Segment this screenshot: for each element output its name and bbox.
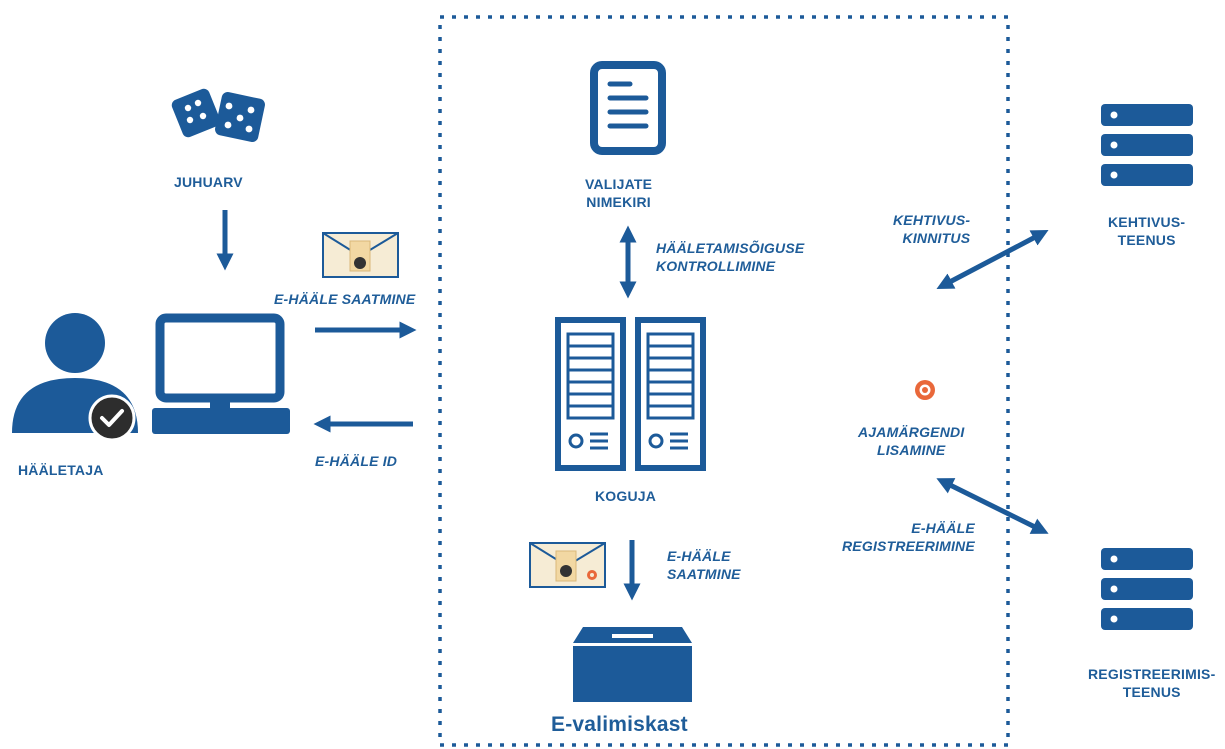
registration-service-label: REGISTREERIMIS- TEENUS — [1088, 666, 1216, 700]
envelope-icon — [322, 232, 399, 278]
server-rack-icon — [1101, 104, 1193, 186]
registration-label: E-HÄÄLE REGISTREERIMINE — [842, 520, 975, 554]
server-tower-icon — [555, 317, 706, 471]
ballot-box-icon — [573, 627, 692, 702]
dice-icon — [171, 88, 265, 142]
vote-id-label: E-HÄÄLE ID — [315, 453, 398, 469]
send-vote-label: E-HÄÄLE SAATMINE — [274, 291, 416, 307]
document-icon — [590, 61, 666, 155]
eligibility-label: HÄÄLETAMISÕIGUSE KONTROLLIMINE — [656, 240, 805, 274]
voter-label: HÄÄLETAJA — [18, 462, 104, 478]
validity-arrow — [936, 230, 1049, 289]
ballot-box-label: E-valimiskast — [551, 713, 688, 736]
computer-icon — [152, 313, 290, 434]
send-vote2-label: E-HÄÄLE SAATMINE — [667, 548, 741, 582]
random-label: JUHUARV — [174, 174, 243, 190]
stamped-envelope-icon — [529, 542, 606, 588]
check-icon — [88, 394, 136, 442]
timestamp-icon — [915, 380, 935, 400]
server-rack-icon-2 — [1101, 548, 1193, 630]
registration-arrow — [936, 478, 1049, 534]
collector-label: KOGUJA — [595, 488, 657, 504]
timestamp-label: AJAMÄRGENDI LISAMINE — [858, 424, 965, 458]
validity-confirm-label: KEHTIVUS- KINNITUS — [893, 212, 971, 246]
voter-list-label: VALIJATE NIMEKIRI — [585, 176, 653, 210]
validity-service-label: KEHTIVUS- TEENUS — [1108, 214, 1186, 248]
